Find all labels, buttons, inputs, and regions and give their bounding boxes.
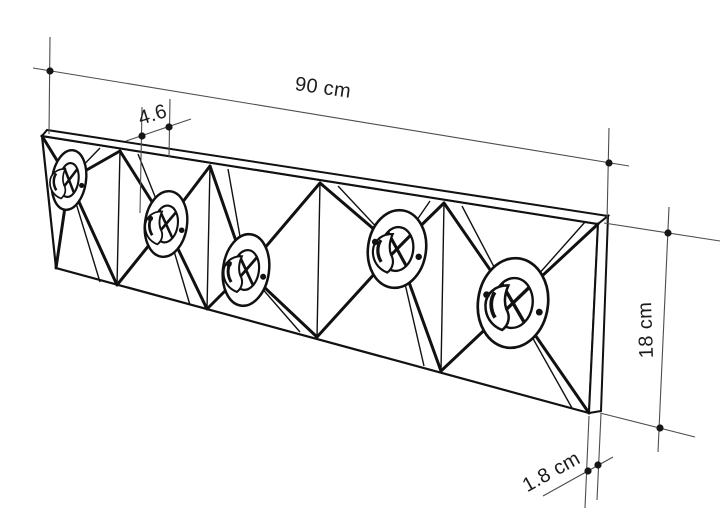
spacing-endpoint-dot-right bbox=[165, 123, 173, 131]
depth-label: 1.8 cm bbox=[519, 447, 584, 497]
screw-dot-right bbox=[535, 308, 543, 316]
hook-5 bbox=[476, 256, 550, 350]
screw-dot-left bbox=[225, 260, 232, 267]
spacing-label: 4.6 bbox=[136, 100, 170, 130]
depth-endpoint-dot-right bbox=[594, 461, 602, 469]
width-endpoint-dot-right bbox=[605, 159, 613, 167]
width-dimension-line bbox=[32, 67, 630, 167]
dimension-depth: 1.8 cm bbox=[519, 413, 614, 509]
width-endpoint-dot-left bbox=[46, 67, 54, 75]
hook-3 bbox=[221, 232, 271, 308]
screw-dot-left bbox=[483, 291, 490, 299]
height-label: 18 cm bbox=[634, 301, 658, 358]
spacing-endpoint-dot-left bbox=[138, 132, 146, 140]
spacing-dimension-line bbox=[125, 118, 192, 142]
height-extension-line-top bbox=[603, 222, 721, 242]
hook-1 bbox=[49, 148, 88, 212]
depth-dimension-line bbox=[542, 456, 614, 497]
dimension-height: 18 cm bbox=[599, 206, 721, 453]
crease-lines-thick bbox=[40, 134, 600, 415]
hook-arm bbox=[49, 168, 67, 200]
screw-dot-right bbox=[79, 182, 85, 189]
screw-dot-right bbox=[260, 273, 267, 280]
spacing-extension-line-left bbox=[139, 106, 143, 214]
panel-right-face bbox=[587, 213, 610, 415]
depth-extension-line-left bbox=[584, 415, 590, 509]
height-extension-line-bottom bbox=[599, 412, 696, 438]
screw-dot-left bbox=[371, 238, 379, 246]
width-extension-line-right bbox=[606, 127, 610, 223]
width-extension-line-left bbox=[48, 36, 51, 135]
hook-arm bbox=[484, 284, 511, 332]
height-endpoint-dot-bottom bbox=[656, 424, 664, 432]
screw-dot-left bbox=[147, 215, 154, 222]
hook-4 bbox=[366, 208, 428, 290]
height-endpoint-dot-top bbox=[664, 229, 672, 237]
height-dimension-line bbox=[657, 206, 670, 453]
coat-rack-panel bbox=[40, 128, 611, 415]
depth-extension-line-right bbox=[596, 413, 602, 501]
depth-endpoint-dot-left bbox=[584, 467, 592, 475]
hook-2 bbox=[143, 189, 189, 259]
screw-dot-right bbox=[178, 227, 185, 234]
width-label: 90 cm bbox=[294, 73, 353, 103]
screw-dot-right bbox=[415, 253, 422, 260]
